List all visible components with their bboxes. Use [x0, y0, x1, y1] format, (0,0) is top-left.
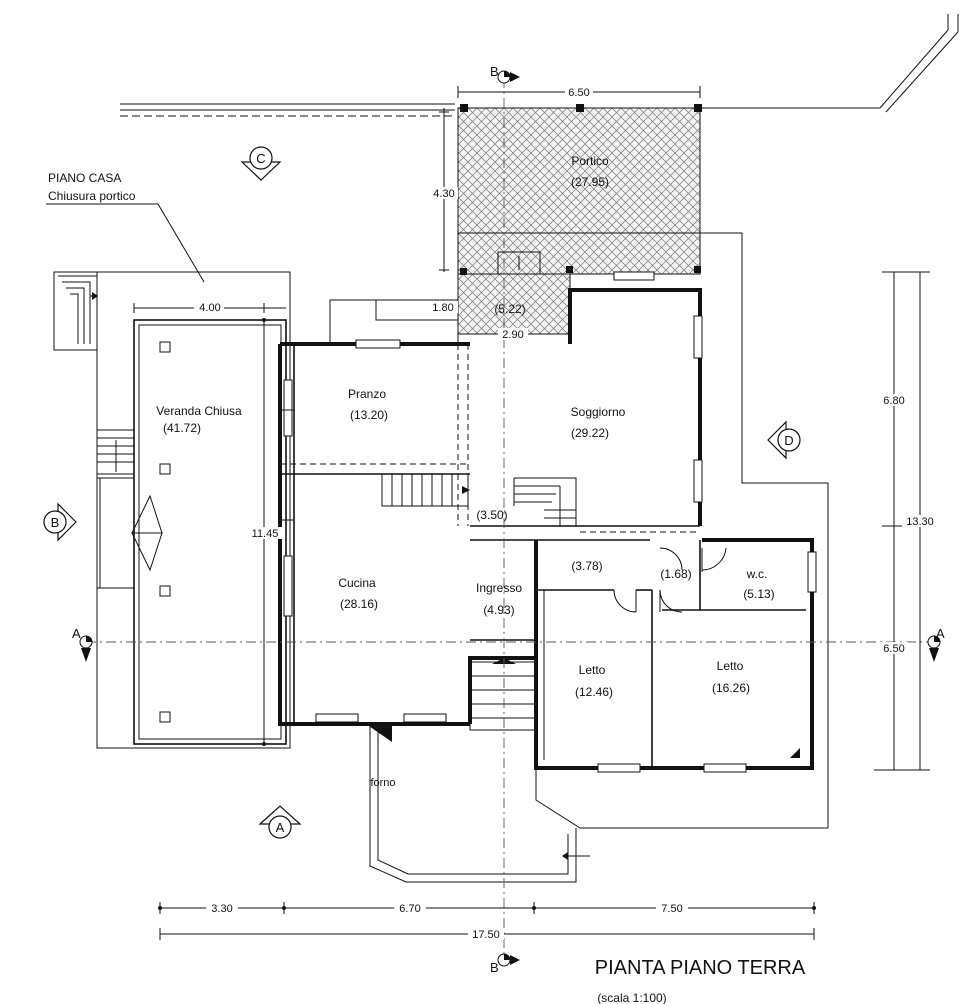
dim-bottom-3: 7.50 [661, 903, 682, 915]
veranda: Veranda Chiusa (41.72) [96, 271, 291, 749]
external-stairs-left [96, 429, 135, 475]
dim-bottom-1: 3.30 [211, 903, 232, 915]
pranzo-area: (13.20) [350, 408, 388, 422]
portico-small-area: (5.22) [494, 302, 525, 316]
section-axes [86, 78, 936, 960]
wc-name: w.c. [746, 567, 768, 581]
section-b-top-label: B [490, 64, 499, 79]
elevation-marker-d: D [767, 420, 801, 460]
wc-area: (5.13) [743, 587, 774, 601]
section-a-right-label: A [936, 626, 945, 641]
portico-area: (27.95) [571, 175, 609, 189]
internal-stairs [366, 473, 800, 860]
elevation-marker-a: A [258, 805, 302, 839]
soggiorno-name: Soggiorno [571, 405, 626, 419]
section-b-bottom-label: B [490, 960, 499, 975]
cucina-area: (28.16) [340, 597, 378, 611]
piano-casa-note: PIANO CASA Chiusura portico [46, 171, 205, 283]
stair-area: (3.50) [476, 508, 507, 522]
elevation-marker-c: C [240, 146, 282, 181]
veranda-area: (41.72) [163, 421, 201, 435]
terrace-outline [369, 232, 829, 883]
elevation-a-label: A [276, 820, 285, 835]
external-stairs-top [53, 271, 98, 351]
soggiorno-area: (29.22) [571, 426, 609, 440]
section-marker-a-right: A [927, 626, 945, 662]
portico-name: Portico [571, 154, 609, 168]
elevation-b-label: B [51, 515, 60, 530]
disimpegno-area: (1.68) [660, 567, 691, 581]
corridor-area: (3.78) [571, 559, 602, 573]
portico: Portico (27.95) (5.22) [457, 104, 702, 335]
ingresso-name: Ingresso [476, 581, 522, 595]
dim-left-height: 11.45 [252, 528, 279, 540]
house-walls [278, 288, 814, 770]
windows [283, 271, 817, 773]
dimensions: 6.50 4.30 4.00 1.80 2.90 11.45 6.80 [133, 86, 938, 941]
section-marker-b-bottom: B [490, 953, 520, 975]
room-labels: Pranzo (13.20) Soggiorno (29.22) Cucina … [338, 387, 774, 789]
dim-right-total: 13.30 [906, 516, 934, 528]
dim-right-lower: 6.50 [883, 643, 904, 655]
pranzo-name: Pranzo [348, 387, 386, 401]
note-line2: Chiusura portico [48, 189, 136, 203]
note-line1: PIANO CASA [48, 171, 121, 185]
dim-small-porch-depth: 1.80 [432, 302, 453, 314]
dim-small-porch-width: 2.90 [502, 329, 523, 341]
dim-bottom-total: 17.50 [472, 929, 500, 941]
section-marker-b-top: B [490, 64, 520, 84]
plan-title: PIANTA PIANO TERRA [595, 957, 806, 979]
dim-veranda-width: 4.00 [199, 302, 220, 314]
dim-right-upper: 6.80 [883, 395, 904, 407]
dim-bottom-2: 6.70 [399, 903, 420, 915]
plan-scale: (scala 1:100) [597, 991, 666, 1004]
elevation-d-label: D [784, 433, 793, 448]
property-boundary [120, 14, 959, 117]
letto1-area: (12.46) [575, 685, 613, 699]
dim-portico-depth: 4.30 [433, 188, 454, 200]
dim-portico-width: 6.50 [568, 87, 589, 99]
ingresso-area: (4.93) [483, 603, 514, 617]
cucina-name: Cucina [338, 576, 376, 590]
section-a-left-label: A [72, 626, 81, 641]
elevation-marker-b: B [43, 502, 77, 542]
veranda-name: Veranda Chiusa [156, 404, 242, 418]
section-marker-a-left: A [72, 626, 93, 662]
letto2-area: (16.26) [712, 681, 750, 695]
doors [280, 409, 727, 613]
letto1-name: Letto [579, 663, 606, 677]
elevation-c-label: C [256, 151, 265, 166]
forno-label: forno [370, 777, 395, 789]
letto2-name: Letto [717, 659, 744, 673]
